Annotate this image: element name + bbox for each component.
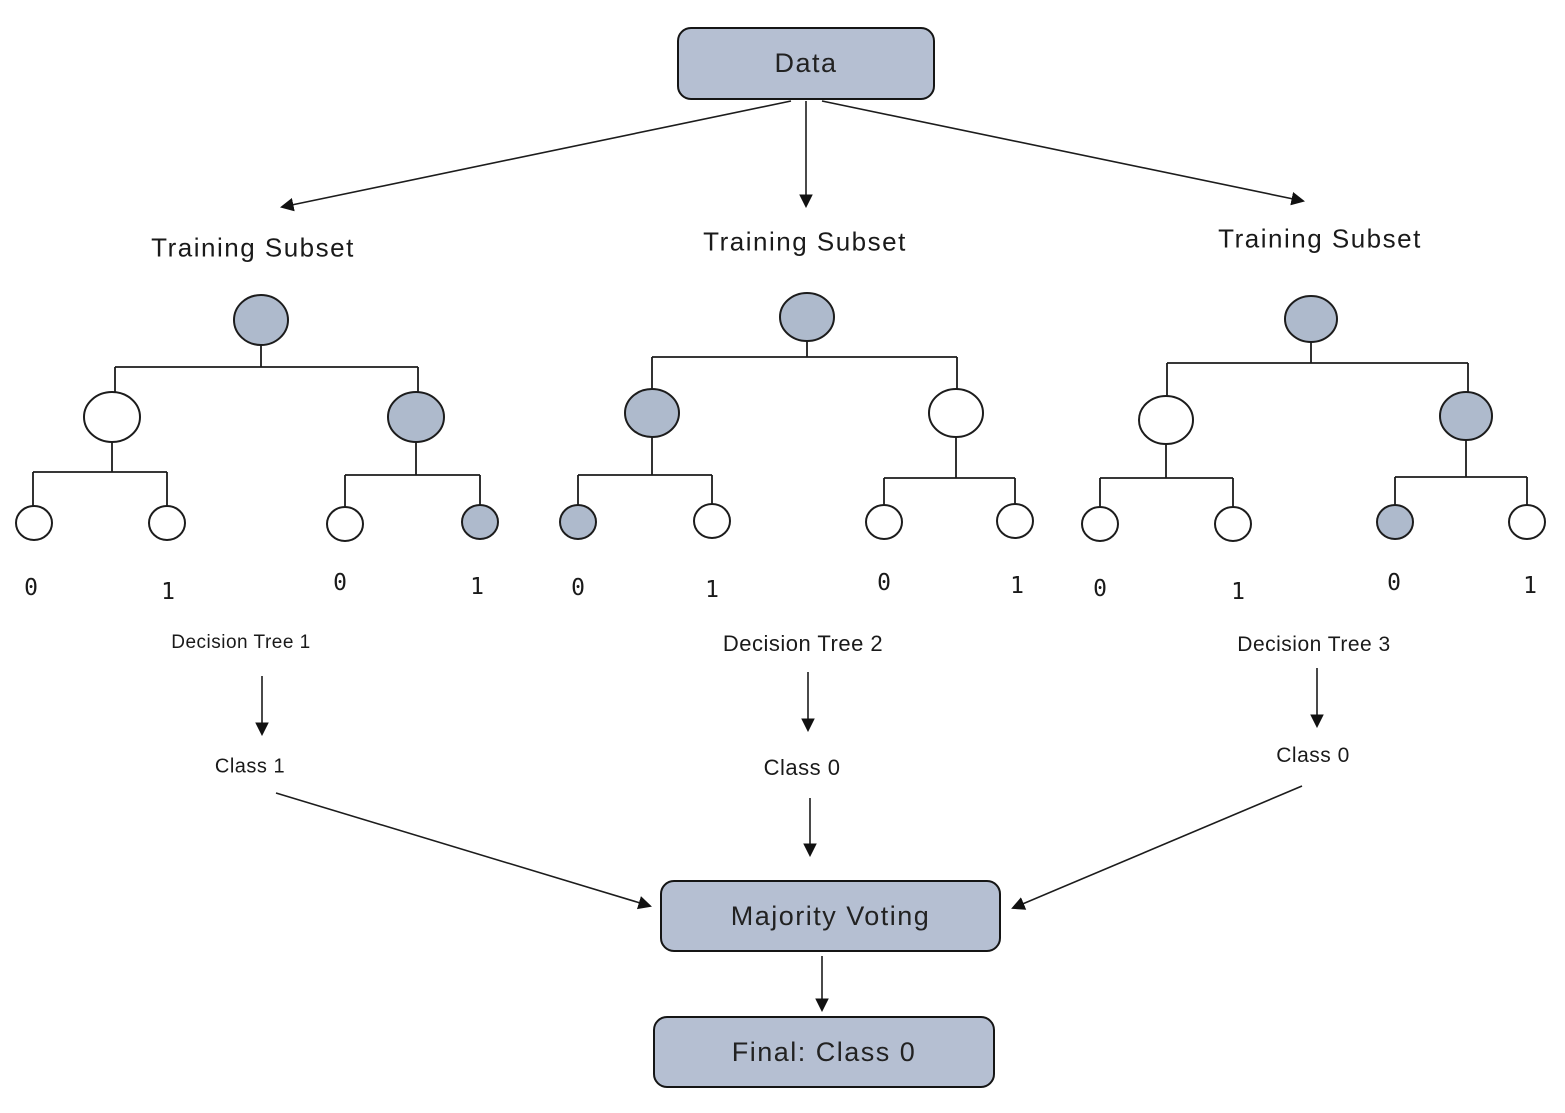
tree3-connectors [1099, 342, 1528, 507]
tree3-left-node [1138, 395, 1194, 445]
tree1-leaf-node [148, 505, 186, 541]
leaf-label: 1 [1523, 573, 1537, 599]
tree1-root-node [233, 294, 289, 346]
data-box-label: Data [774, 48, 838, 78]
data-fanout-arrows [280, 100, 1305, 212]
leaf-label: 1 [161, 579, 175, 605]
leaf-label: 0 [1093, 576, 1107, 602]
tree3-leaf-node [1214, 506, 1252, 542]
tree3-leaf-node [1081, 506, 1119, 542]
leaf-label: 0 [571, 575, 585, 601]
class-label-1: Class 1 [214, 755, 286, 778]
tree-to-class-arrows [255, 668, 1324, 737]
tree2-leaf-node [693, 503, 731, 539]
training-subset-label-2: Training Subset [703, 226, 907, 257]
tree2-right-node [928, 388, 984, 438]
tree2-leaf-node [996, 503, 1034, 539]
data-box: Data [677, 27, 935, 100]
tree2-left-node [624, 388, 680, 438]
leaf-label: 0 [1387, 570, 1401, 596]
tree2-leaf-node [865, 504, 903, 540]
tree3-leaf-node [1508, 504, 1546, 540]
decision-tree-label-1: Decision Tree 1 [171, 632, 311, 653]
majority-voting-box: Majority Voting [660, 880, 1001, 952]
tree3-leaf-node [1376, 504, 1414, 540]
leaf-label: 0 [333, 570, 347, 596]
leaf-label: 1 [1231, 579, 1245, 605]
class-to-majority-arrows [275, 785, 1303, 910]
tree2-root-node [779, 292, 835, 342]
decision-tree-label-3: Decision Tree 3 [1237, 633, 1391, 656]
leaf-label: 1 [705, 577, 719, 603]
final-class-box: Final: Class 0 [653, 1016, 995, 1088]
final-class-label: Final: Class 0 [731, 1036, 917, 1067]
training-subset-label-3: Training Subset [1218, 223, 1422, 254]
majority-voting-label: Majority Voting [730, 900, 931, 931]
training-subset-label-1: Training Subset [151, 232, 355, 263]
leaf-label: 0 [24, 575, 38, 601]
tree3-right-node [1439, 391, 1493, 441]
tree1-leaf-node [461, 504, 499, 540]
leaf-label: 1 [1010, 573, 1024, 599]
tree2-nodes [559, 292, 1034, 540]
tree1-connectors [32, 345, 481, 507]
tree2-connectors [577, 340, 1016, 505]
tree1-left-node [83, 391, 141, 443]
tree2-leaf-node [559, 504, 597, 540]
tree1-leaf-node [15, 505, 53, 541]
tree1-nodes [15, 294, 499, 542]
tree3-root-node [1284, 295, 1338, 343]
leaf-label: 1 [470, 574, 484, 600]
tree3-nodes [1081, 295, 1546, 542]
decision-tree-label-2: Decision Tree 2 [722, 631, 884, 656]
leaf-label: 0 [877, 570, 891, 596]
class-label-2: Class 0 [763, 755, 841, 780]
tree1-leaf-node [326, 506, 364, 542]
class-label-3: Class 0 [1276, 744, 1350, 767]
tree1-right-node [387, 391, 445, 443]
